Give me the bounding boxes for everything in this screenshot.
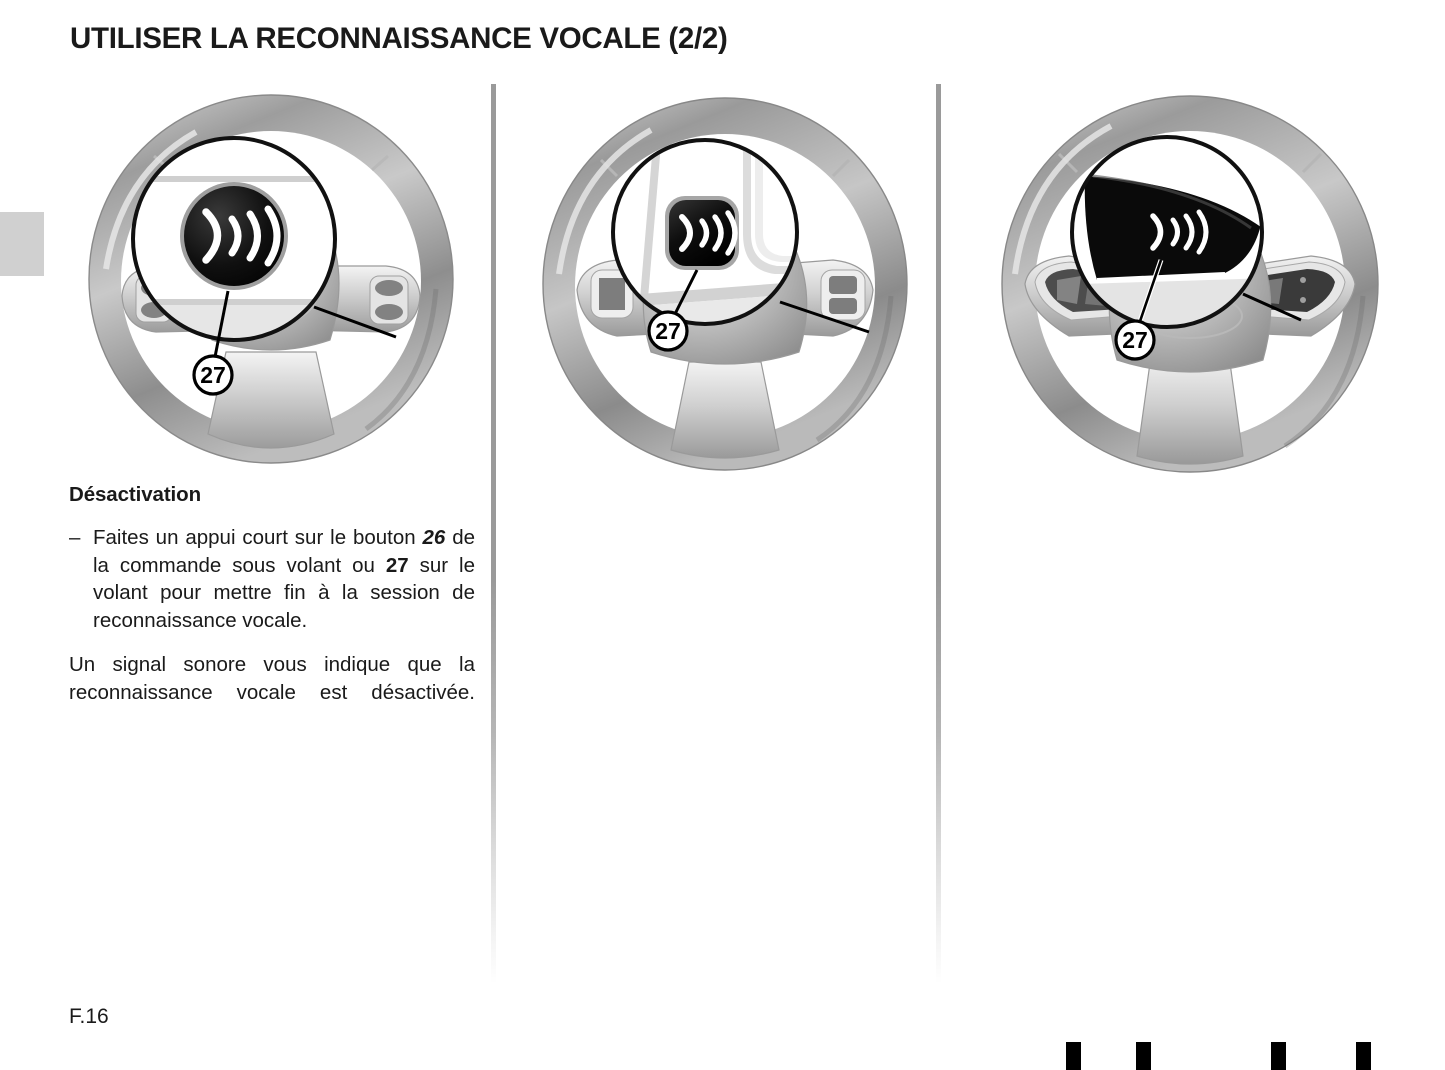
column-divider-2 bbox=[936, 84, 941, 984]
bullet-dash: – bbox=[69, 526, 81, 549]
registration-mark-3 bbox=[1271, 1042, 1286, 1070]
voice-recognition-icon-1 bbox=[202, 205, 281, 267]
section-heading-desactivation: Désactivation bbox=[69, 483, 202, 506]
page-number: F.16 bbox=[69, 1005, 109, 1028]
callout-27-figure-3: 27 bbox=[1114, 319, 1156, 361]
bullet-part-3: sur le volant pour mettre fin à la ses­s… bbox=[93, 553, 475, 632]
leader-line-3a bbox=[1242, 292, 1302, 322]
paragraph-signal-sonore: Un signal sonore vous indique que la rec… bbox=[69, 653, 475, 704]
bullet-text: Faites un appui court sur le bouton 26 d… bbox=[93, 524, 475, 634]
leader-line-2a bbox=[779, 300, 870, 334]
callout-27-label-2: 27 bbox=[655, 318, 681, 344]
left-control-pad-2 bbox=[590, 269, 634, 319]
voice-recognition-icon-2 bbox=[679, 210, 738, 256]
bullet-part-1: Faites un appui court sur le bouton bbox=[93, 526, 423, 549]
bullet-item-deactivation: – Faites un appui court sur le bouton 26… bbox=[69, 524, 475, 634]
registration-mark-4 bbox=[1356, 1042, 1371, 1070]
voice-button-magnified-2 bbox=[669, 200, 735, 266]
registration-mark-2 bbox=[1136, 1042, 1151, 1070]
body-text-column: Désactivation – Faites un appui court su… bbox=[69, 483, 475, 734]
page-title: UTILISER LA RECONNAISSANCE VOCALE (2/2) bbox=[70, 22, 728, 55]
leader-line-1b bbox=[211, 290, 230, 368]
callout-27-figure-2: 27 bbox=[647, 310, 689, 352]
callout-27-label-3: 27 bbox=[1122, 327, 1148, 353]
button-ref-27: 27 bbox=[385, 553, 409, 577]
column-divider-1 bbox=[491, 84, 496, 984]
steering-wheel-diagram-3: 27 bbox=[985, 84, 1395, 484]
callout-27-label-1: 27 bbox=[200, 362, 226, 388]
leader-line-3b bbox=[1135, 259, 1163, 331]
magnifier-circle-1 bbox=[131, 136, 337, 342]
bullet-part-2: de la commande sous volant ou bbox=[93, 526, 475, 577]
callout-27-figure-1: 27 bbox=[192, 354, 234, 396]
steering-wheel-diagram-2: 27 bbox=[525, 84, 925, 484]
button-ref-26: 26 bbox=[422, 526, 446, 549]
print-registration-marks bbox=[1066, 1042, 1376, 1070]
magnifier-circle-3 bbox=[1070, 135, 1264, 329]
registration-mark-1 bbox=[1066, 1042, 1081, 1070]
voice-recognition-icon-3 bbox=[1150, 209, 1209, 255]
leader-line-1a bbox=[313, 305, 397, 339]
chapter-thumb-tab bbox=[0, 212, 44, 276]
steering-wheel-diagram-1: 27 bbox=[66, 84, 476, 474]
voice-button-magnified-1 bbox=[184, 186, 284, 286]
